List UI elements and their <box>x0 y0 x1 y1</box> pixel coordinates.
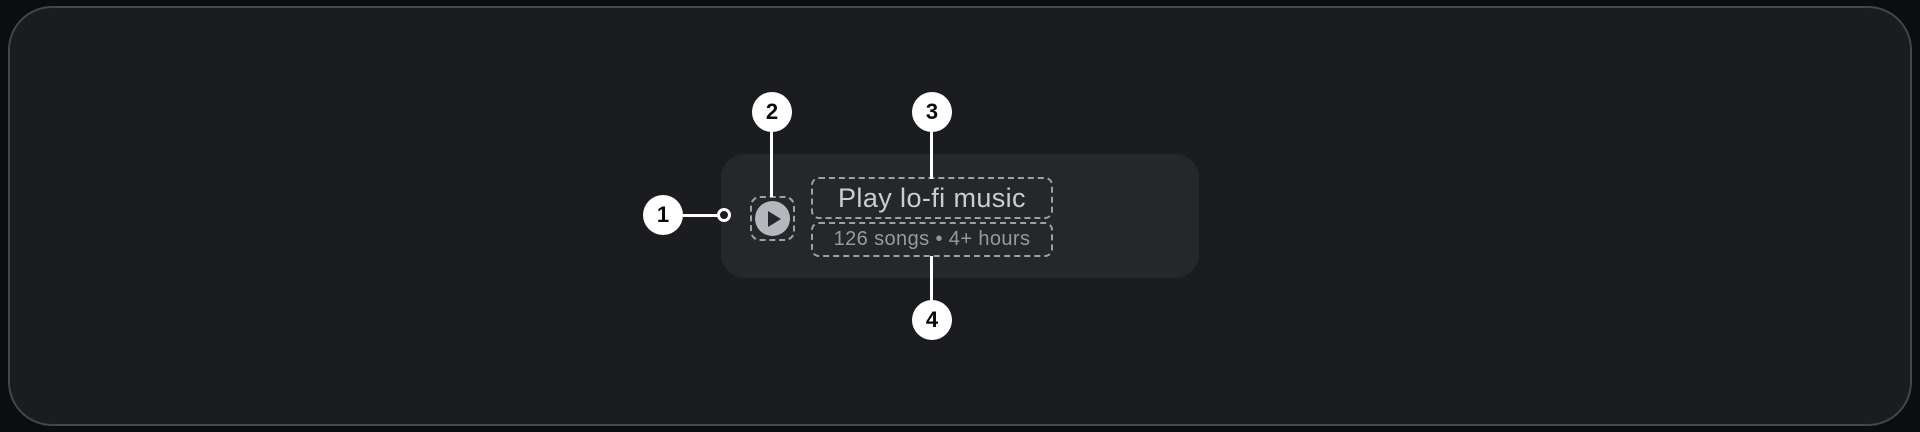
connector-line-2 <box>770 131 773 197</box>
play-icon <box>768 210 781 227</box>
play-button-highlight-box <box>750 196 795 241</box>
annotation-marker-3: 3 <box>912 92 952 132</box>
subtitle-highlight-box: 126 songs • 4+ hours <box>811 222 1053 257</box>
connector-line-3 <box>930 131 933 179</box>
annotation-marker-4: 4 <box>912 300 952 340</box>
connector-line-4 <box>930 256 933 301</box>
playlist-card[interactable]: Play lo-fi music 126 songs • 4+ hours <box>721 154 1199 278</box>
connector-line-1 <box>683 214 719 217</box>
annotation-marker-2: 2 <box>752 92 792 132</box>
play-button[interactable] <box>755 201 790 236</box>
connector-endpoint-dot <box>717 208 731 222</box>
title-highlight-box: Play lo-fi music <box>811 177 1053 219</box>
annotation-marker-1: 1 <box>643 195 683 235</box>
playlist-title: Play lo-fi music <box>838 182 1026 213</box>
playlist-subtitle: 126 songs • 4+ hours <box>833 228 1031 250</box>
